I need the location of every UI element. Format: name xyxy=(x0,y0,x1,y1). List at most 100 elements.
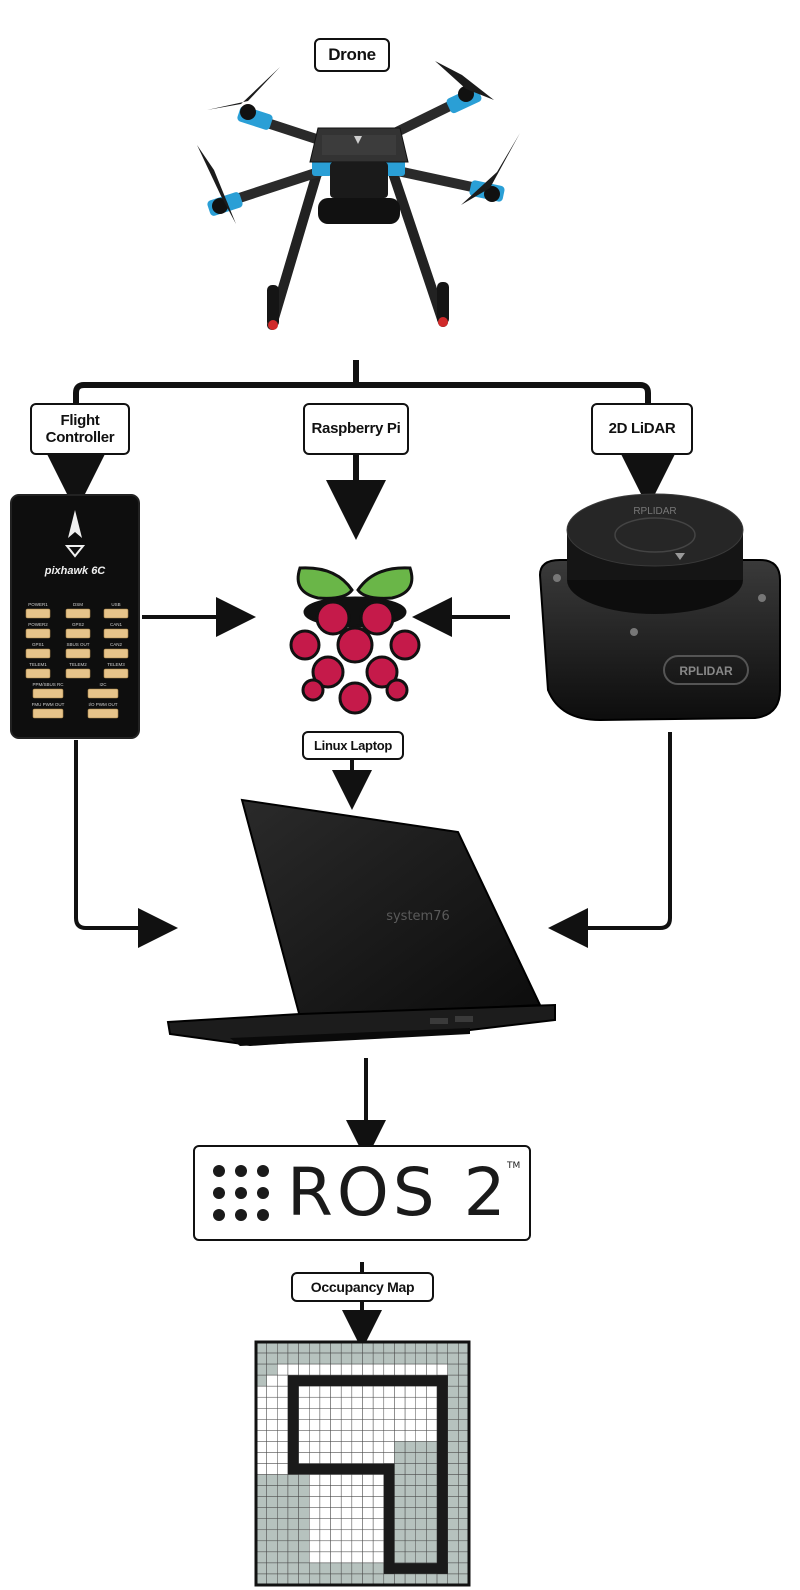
map-cell xyxy=(351,1452,363,1464)
map-cell xyxy=(415,1485,427,1497)
map-cell xyxy=(426,1363,438,1376)
linux-laptop-label: Linux Laptop xyxy=(302,731,404,760)
map-cell xyxy=(362,1452,374,1464)
map-cell xyxy=(394,1352,406,1365)
map-cell xyxy=(383,1352,395,1365)
map-cell xyxy=(415,1341,427,1354)
map-cell xyxy=(436,1352,448,1365)
map-cell xyxy=(277,1363,289,1376)
map-cell xyxy=(394,1441,406,1453)
map-cell xyxy=(426,1463,438,1475)
occupancy-map-label-text: Occupancy Map xyxy=(310,1279,415,1295)
map-cell xyxy=(309,1518,321,1531)
pixhawk-port-connector xyxy=(87,708,119,719)
lidar-side-brand: RPLIDAR xyxy=(679,664,733,678)
occupancy-map-label: Occupancy Map xyxy=(291,1272,434,1302)
map-cell xyxy=(319,1452,331,1464)
map-cell xyxy=(404,1485,417,1497)
pixhawk-port-label: PPM/SBUS RC xyxy=(32,682,64,687)
map-cell xyxy=(330,1452,342,1464)
pixhawk-port-connector xyxy=(65,608,91,619)
map-cell xyxy=(266,1430,278,1442)
pixhawk-port-label: GPS2 xyxy=(72,622,85,627)
map-cell xyxy=(383,1363,395,1376)
map-cell xyxy=(319,1396,331,1409)
map-cell xyxy=(255,1396,267,1409)
map-cell xyxy=(415,1474,427,1486)
map-cell xyxy=(362,1562,374,1575)
pixhawk-port-connector xyxy=(103,608,129,619)
map-cell xyxy=(255,1463,267,1475)
map-cell xyxy=(266,1551,278,1564)
map-cell xyxy=(319,1529,331,1542)
map-cell xyxy=(404,1385,417,1398)
drone-label: Drone xyxy=(314,38,390,72)
map-cell xyxy=(255,1540,267,1553)
map-cell xyxy=(340,1352,353,1365)
pixhawk-port-connector xyxy=(25,608,51,619)
map-cell xyxy=(415,1463,427,1475)
map-cell xyxy=(340,1452,353,1464)
laptop-brand: system76 xyxy=(386,909,450,924)
map-cell xyxy=(426,1352,438,1365)
map-cell xyxy=(362,1419,374,1431)
map-cell xyxy=(404,1573,417,1586)
map-cell xyxy=(255,1485,267,1497)
map-cell xyxy=(255,1419,267,1431)
map-cell xyxy=(394,1452,406,1464)
map-cell xyxy=(298,1496,310,1508)
map-cell xyxy=(340,1551,353,1564)
map-cell xyxy=(287,1496,299,1508)
map-cell xyxy=(351,1396,363,1409)
map-cell xyxy=(372,1396,385,1409)
map-cell xyxy=(415,1573,427,1586)
map-cell xyxy=(351,1341,363,1354)
map-cell xyxy=(394,1529,406,1542)
lidar-image: RPLIDAR RPLIDAR xyxy=(538,493,781,722)
map-cell xyxy=(330,1485,342,1497)
map-cell xyxy=(404,1551,417,1564)
map-cell xyxy=(426,1441,438,1453)
map-cell xyxy=(340,1419,353,1431)
map-cell xyxy=(309,1341,321,1354)
map-cell xyxy=(298,1518,310,1531)
map-cell xyxy=(415,1352,427,1365)
map-cell xyxy=(319,1551,331,1564)
map-cell xyxy=(394,1485,406,1497)
pixhawk-port-connector xyxy=(65,668,91,679)
map-cell xyxy=(447,1396,459,1409)
map-cell xyxy=(426,1518,438,1531)
map-cell xyxy=(287,1341,299,1354)
map-cell xyxy=(287,1518,299,1531)
map-cell xyxy=(287,1485,299,1497)
map-cell xyxy=(351,1518,363,1531)
map-cell xyxy=(394,1396,406,1409)
map-cell xyxy=(404,1363,417,1376)
map-cell xyxy=(436,1573,448,1586)
map-cell xyxy=(383,1419,395,1431)
map-cell xyxy=(415,1419,427,1431)
map-cell xyxy=(372,1363,385,1376)
map-cell xyxy=(319,1341,331,1354)
map-cell xyxy=(340,1529,353,1542)
map-cell xyxy=(309,1529,321,1542)
map-cell xyxy=(383,1385,395,1398)
pixhawk-port-label: POWER2 xyxy=(28,622,48,627)
linux-laptop-label-text: Linux Laptop xyxy=(314,738,392,753)
map-cell xyxy=(362,1341,374,1354)
map-cell xyxy=(362,1529,374,1542)
map-cell xyxy=(447,1441,459,1453)
map-cell xyxy=(383,1430,395,1442)
map-cell xyxy=(266,1463,278,1475)
map-cell xyxy=(330,1352,342,1365)
map-cell xyxy=(330,1363,342,1376)
map-cell xyxy=(266,1396,278,1409)
map-cell xyxy=(372,1452,385,1464)
map-cell xyxy=(458,1529,470,1542)
map-cell xyxy=(277,1496,289,1508)
map-cell xyxy=(447,1430,459,1442)
map-cell xyxy=(319,1562,331,1575)
map-cell xyxy=(319,1518,331,1531)
map-cell xyxy=(277,1374,289,1387)
